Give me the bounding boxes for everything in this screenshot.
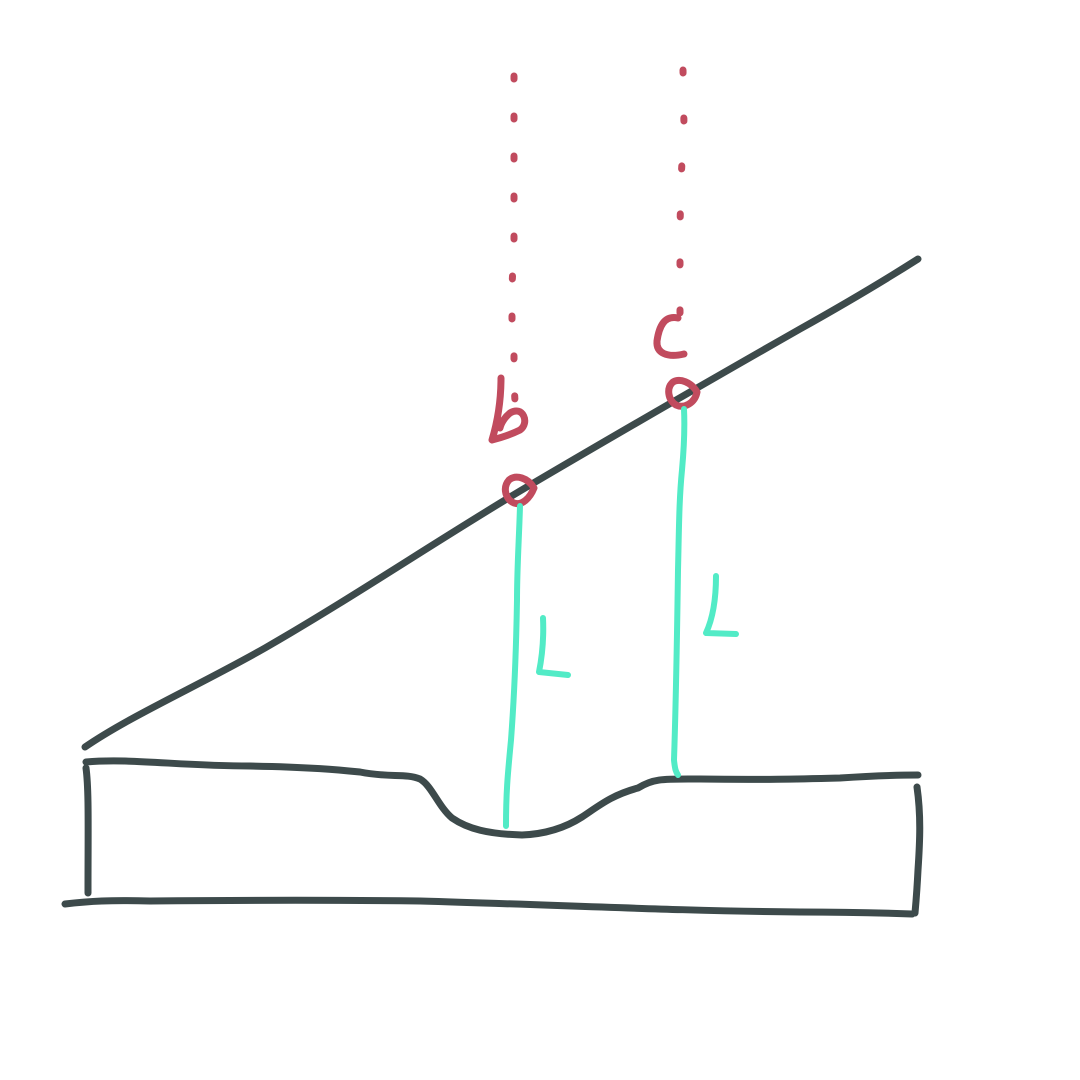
base-block-bottom-edge (61, 896, 916, 918)
projection-line-b (508, 72, 520, 426)
base-block-left-edge (82, 764, 92, 897)
label-b (488, 374, 529, 444)
point-b-marker (501, 473, 538, 508)
label-l-c (703, 573, 739, 637)
length-line-b (503, 503, 523, 829)
label-l-b (536, 615, 571, 678)
base-block-right-edge (911, 783, 924, 917)
point-c-marker (665, 376, 701, 410)
projection-line-c (676, 66, 688, 346)
length-line-c (671, 406, 688, 778)
sloped-line (81, 255, 922, 751)
label-c (653, 314, 688, 359)
base-block-top-edge (82, 757, 922, 839)
